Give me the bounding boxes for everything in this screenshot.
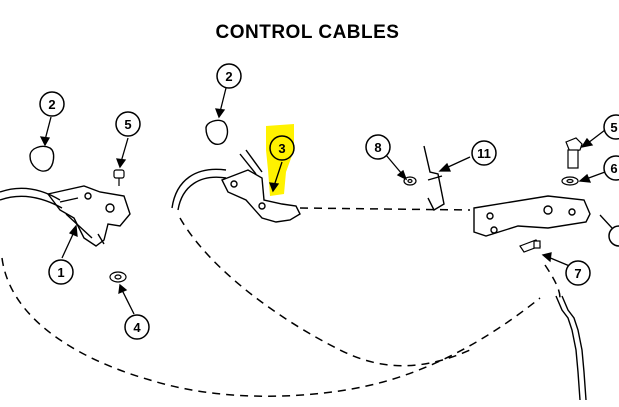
svg-text:5: 5 — [610, 120, 617, 135]
callout-1: 1 — [48, 259, 74, 285]
leader-arrows — [39, 87, 613, 315]
page-title: CONTROL CABLES — [215, 22, 400, 43]
callout-5-left: 5 — [115, 111, 141, 137]
svg-text:2: 2 — [48, 97, 55, 112]
svg-text:7: 7 — [574, 266, 581, 281]
center-cable-assembly — [171, 149, 301, 223]
right-washer — [561, 176, 579, 186]
center-rubber-boot — [205, 119, 229, 145]
callout-4: 4 — [124, 314, 150, 340]
svg-text:5: 5 — [124, 117, 131, 132]
callout-3: 3 — [269, 135, 295, 161]
cable-route-dashes — [1, 207, 561, 397]
callout-7: 7 — [565, 260, 591, 286]
control-rod — [555, 295, 587, 401]
callout-6: 6 — [603, 155, 619, 181]
right-bolt — [565, 137, 583, 169]
right-nut — [403, 176, 417, 186]
right-screw — [519, 239, 541, 253]
callout-2-left: 2 — [39, 91, 65, 117]
svg-text:8: 8 — [374, 140, 381, 155]
svg-text:11: 11 — [477, 146, 491, 161]
callout-11: 11 — [471, 140, 497, 166]
right-mounting-bracket — [473, 195, 591, 237]
left-nut — [109, 271, 127, 283]
left-cable-assembly — [0, 185, 131, 247]
svg-text:3: 3 — [278, 141, 285, 156]
callout-2-center: 2 — [216, 63, 242, 89]
left-screw — [113, 169, 125, 186]
callout-8: 8 — [365, 134, 391, 160]
right-cable-end — [423, 145, 445, 211]
callout-partial-right — [608, 225, 619, 247]
svg-text:2: 2 — [225, 69, 232, 84]
svg-text:1: 1 — [57, 265, 64, 280]
callout-5-right: 5 — [603, 114, 619, 140]
left-rubber-boot — [29, 145, 55, 172]
svg-text:4: 4 — [133, 320, 141, 335]
svg-text:6: 6 — [610, 161, 617, 176]
